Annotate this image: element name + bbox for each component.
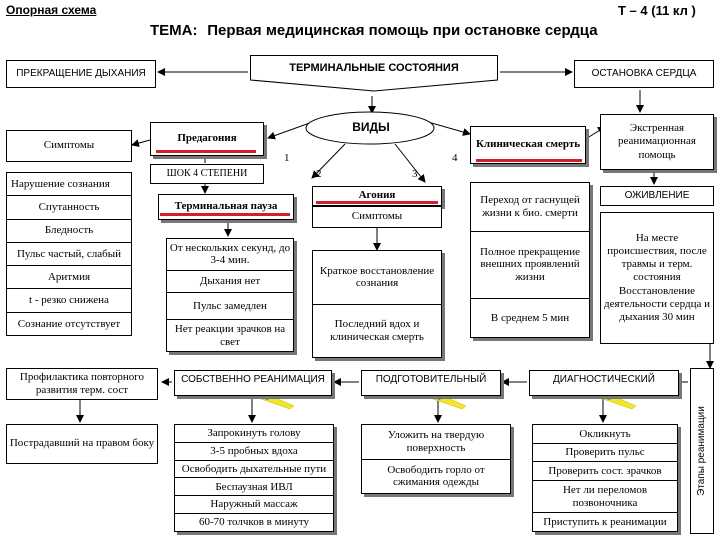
diagnostic-item: Проверить сост. зрачков <box>533 462 677 482</box>
pause-item: От нескольких секунд, до 3-4 мин. <box>167 239 293 271</box>
preparatory-item: Уложить на твердую поверхность <box>362 425 510 460</box>
diagnostic-item: Приступить к реанимации <box>543 515 667 528</box>
stage-diagnostic: ДИАГНОСТИЧЕСКИЙ <box>529 370 679 396</box>
resuscitation-item: Освободить дыхательные пути <box>175 461 333 479</box>
symptom-item: Бледность <box>7 220 131 243</box>
agonia-list: Краткое восстановление сознания Последни… <box>312 250 442 358</box>
symptoms-header: Симптомы <box>6 130 132 162</box>
stage-resuscitation: СОБСТВЕННО РЕАНИМАЦИЯ <box>174 370 332 396</box>
clinical-death-underline <box>476 159 582 162</box>
resuscitation-item: Наружный массаж <box>175 496 333 515</box>
terminal-states-label: ТЕРМИНАЛЬНЫЕ СОСТОЯНИЯ <box>289 62 459 75</box>
clinical-item: В среднем 5 мин <box>490 311 570 324</box>
theme-prefix: ТЕМА: <box>150 22 198 39</box>
number-1: 1 <box>284 152 290 164</box>
clinical-list: Переход от гаснущей жизни к био. смерти … <box>470 182 590 338</box>
breath-stop-box: ПРЕКРАЩЕНИЕ ДЫХАНИЯ <box>6 60 156 88</box>
header-right: Т – 4 (11 кл ) <box>618 3 696 18</box>
clinical-death-box: Клиническая смерть <box>470 126 586 164</box>
symptom-item: Аритмия <box>7 266 131 290</box>
symptom-item: t - резко снижена <box>7 289 131 313</box>
symptom-item: Сознание отсутствует <box>17 317 121 330</box>
agonia-underline <box>316 201 438 204</box>
types-label: ВИДЫ <box>352 120 390 134</box>
diagnostic-item: Нет ли переломов позвоночника <box>533 481 677 514</box>
symptom-item: Пульс частый, слабый <box>7 243 131 267</box>
page-title: ТЕМА: Первая медицинская помощь при оста… <box>150 22 598 40</box>
pause-item: Нет реакции зрачков на свет <box>174 322 286 348</box>
stages-side-label: Этапы реанимации <box>696 406 708 496</box>
emergency-box: Экстренная реанимационная помощь <box>600 114 714 170</box>
preparatory-list: Уложить на твердую поверхность Освободит… <box>361 424 511 494</box>
diagnostic-list: Окликнуть Проверить пульс Проверить сост… <box>532 424 678 532</box>
agonia-item: Последний вдох и клиническая смерть <box>330 318 424 343</box>
revival-box: ОЖИВЛЕНИЕ <box>600 186 714 206</box>
pause-list: От нескольких секунд, до 3-4 мин. Дыхани… <box>166 238 294 352</box>
preparatory-item: Освободить горло от сжимания одежды <box>387 463 485 489</box>
diagnostic-item: Проверить пульс <box>533 444 677 463</box>
pause-item: Пульс замедлен <box>167 293 293 321</box>
revival-description: На месте происшествия, после травмы и те… <box>600 212 714 344</box>
heart-stop-box: ОСТАНОВКА СЕРДЦА <box>574 60 714 88</box>
clinical-item: Переход от гаснущей жизни к био. смерти <box>471 183 589 232</box>
predagonia-underline <box>156 150 256 153</box>
number-3: 3 <box>412 168 418 180</box>
prevention-box: Профилактика повторного развития терм. с… <box>6 368 158 400</box>
symptom-item: Нарушение сознания <box>7 173 131 197</box>
agonia-symptoms: Симптомы <box>312 206 442 228</box>
diagnostic-item: Окликнуть <box>533 425 677 444</box>
number-4: 4 <box>452 152 458 164</box>
shock-box: ШОК 4 СТЕПЕНИ <box>150 164 264 184</box>
theme-text: Первая медицинская помощь при остановке … <box>207 22 598 39</box>
terminal-states-outline <box>250 55 498 92</box>
resuscitation-list: Запрокинуть голову 3-5 пробных вдоха Осв… <box>174 424 334 532</box>
resuscitation-item: 60-70 толчков в минуту <box>198 516 310 529</box>
resuscitation-item: Запрокинуть голову <box>175 425 333 443</box>
resuscitation-item: 3-5 пробных вдоха <box>175 443 333 461</box>
header-left: Опорная схема <box>6 3 97 17</box>
agonia-item: Краткое восстановление сознания <box>313 251 441 305</box>
terminal-pause-box: Терминальная пауза <box>158 194 294 220</box>
resuscitation-item: Беспаузная ИВЛ <box>175 478 333 497</box>
clinical-item: Полное прекращение внешних проявлений жи… <box>471 232 589 299</box>
terminal-pause-underline <box>160 213 290 216</box>
pause-item: Дыхания нет <box>167 271 293 294</box>
symptoms-list: Нарушение сознания Спутанность Бледность… <box>6 172 132 336</box>
stages-side-box: Этапы реанимации <box>690 368 714 534</box>
stage-preparatory: ПОДГОТОВИТЕЛЬНЫЙ <box>361 370 501 396</box>
prevention-position: Пострадавший на правом боку <box>6 424 158 464</box>
symptom-item: Спутанность <box>7 196 131 220</box>
number-2: 2 <box>316 168 322 180</box>
types-ellipse <box>305 111 435 145</box>
